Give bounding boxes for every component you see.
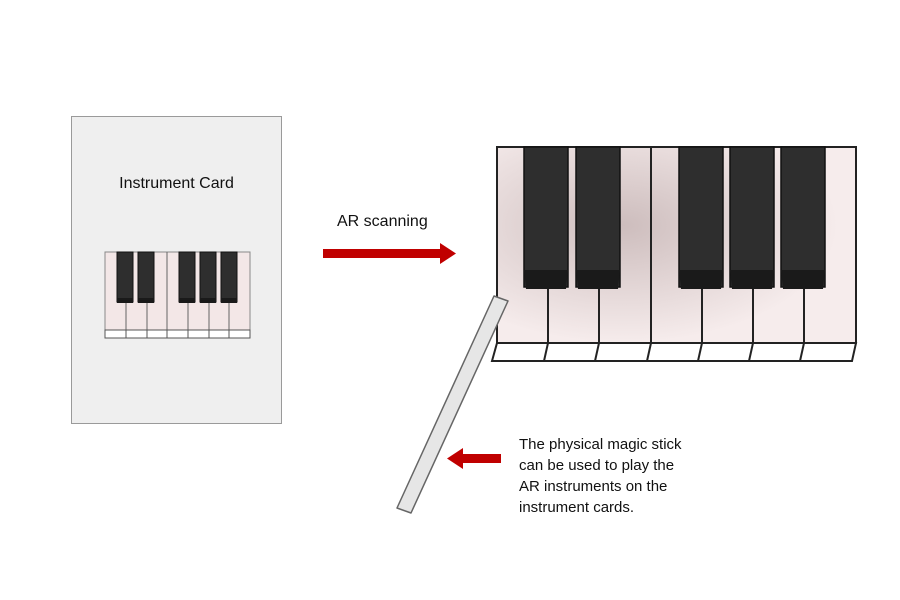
stick-caption: The physical magic stick can be used to … <box>519 436 682 516</box>
instrument-card: Instrument Card <box>71 116 282 424</box>
magic-stick <box>396 295 509 514</box>
stick-arrow-icon <box>447 448 501 469</box>
ar-scanning-label: AR scanning <box>337 213 428 230</box>
scan-arrow-icon <box>323 243 456 264</box>
ar-piano <box>490 146 858 362</box>
black-keys <box>523 146 826 289</box>
card-piano-icon <box>104 251 251 339</box>
card-title: Instrument Card <box>119 175 234 192</box>
